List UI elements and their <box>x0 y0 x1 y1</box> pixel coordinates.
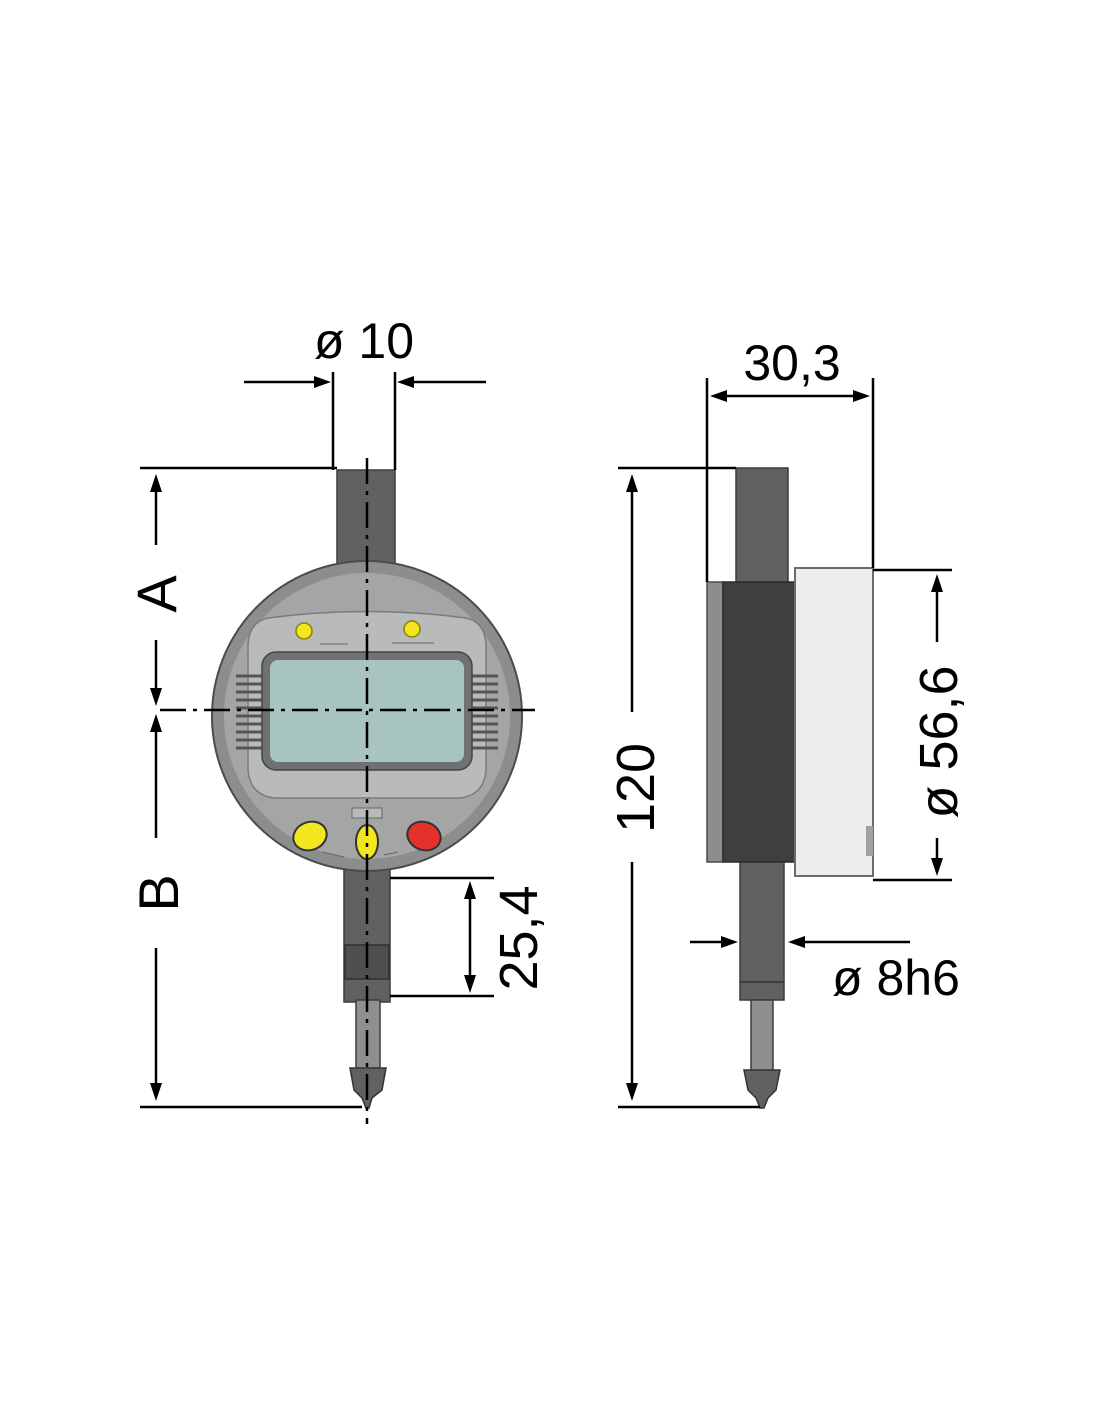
side-bezel <box>794 567 874 877</box>
dimension-height: 120 <box>606 743 666 833</box>
front-button-left-yellow <box>292 820 328 852</box>
dimension-travel: 25,4 <box>489 885 549 990</box>
side-dimensions: 30,3 120 ø 56,6 ø 8h6 <box>606 335 969 1109</box>
dimension-stem-diameter: ø 8h6 <box>832 950 960 1006</box>
front-view <box>160 458 535 1124</box>
side-back-plate <box>706 581 724 863</box>
side-spindle <box>750 999 774 1073</box>
front-led-left <box>295 622 313 640</box>
dimension-dial-diameter: ø 56,6 <box>909 665 969 818</box>
front-button-caption-right <box>383 851 399 856</box>
front-grille-left <box>236 674 262 750</box>
front-button-right-red <box>406 820 442 852</box>
front-led-right <box>403 620 421 638</box>
side-upper-stem <box>735 467 789 589</box>
dimension-depth: 30,3 <box>743 335 840 391</box>
side-view <box>706 467 874 1109</box>
side-housing <box>722 581 796 863</box>
dimension-label-b: B <box>127 874 190 911</box>
front-dimensions: ø 10 A B 25,4 <box>125 313 549 1109</box>
side-contact-point <box>743 1069 781 1109</box>
dimension-top-diameter: ø 10 <box>314 313 414 369</box>
dimension-label-a: A <box>125 575 188 613</box>
side-lower-stem <box>739 859 785 1001</box>
front-grille-right <box>472 674 498 750</box>
front-button-caption-left <box>321 851 345 858</box>
side-bezel-step <box>866 826 873 856</box>
